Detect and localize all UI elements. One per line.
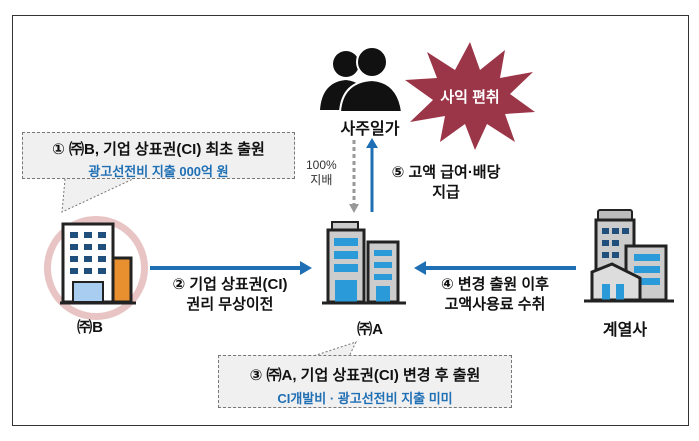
starburst-shape [405, 42, 535, 150]
control-label: 100% 지배 [306, 158, 337, 188]
affiliate-label: 계열사 [602, 322, 648, 339]
affiliate-building-icon [584, 209, 674, 303]
step5-line2: 지급 [432, 184, 460, 201]
callout-step1: ① ㈜B, 기업 상표권(CI) 최초 출원 광고선전비 지출 000억 원 [22, 132, 295, 179]
payment-arrow [366, 138, 378, 212]
building-b-icon [60, 222, 136, 305]
control-percent: 100% [306, 158, 337, 172]
step2-label: ② 기업 상표권(CI) 권리 무상이전 [160, 275, 300, 315]
owner-family-label: 사주일가 [340, 121, 400, 138]
step4-label: ④ 변경 출원 이후 고액사용료 수취 [425, 275, 565, 315]
diagram-frame [12, 15, 689, 426]
building-a-icon [322, 221, 406, 305]
step3-detail: CI개발비 · 광고선전비 지출 미미 [277, 391, 453, 406]
step2-line1: ② 기업 상표권(CI) [172, 276, 288, 293]
step1-detail: 광고선전비 지출 000억 원 [88, 164, 229, 179]
highlight-circle [44, 216, 148, 320]
step5-line1: ⑤ 고액 급여·배당 [391, 164, 501, 181]
people-icon [320, 46, 404, 113]
step1-title: ① ㈜B, 기업 상표권(CI) 최초 출원 [52, 141, 265, 158]
burst-label: 사익 편취 [440, 89, 500, 106]
callout-tail [61, 178, 134, 213]
step3-title: ③ ㈜A, 기업 상표권(CI) 변경 후 출원 [249, 367, 481, 384]
step5-label: ⑤ 고액 급여·배당 지급 [385, 163, 507, 203]
step4-line1: ④ 변경 출원 이후 [440, 276, 549, 293]
royalty-arrow [414, 261, 576, 275]
callout-step3: ③ ㈜A, 기업 상표권(CI) 변경 후 출원 CI개발비 · 광고선전비 지… [218, 355, 512, 408]
company-a-label: ㈜A [357, 321, 383, 338]
step2-line2: 권리 무상이전 [186, 296, 274, 313]
control-text: 지배 [310, 173, 333, 187]
control-arrow [349, 140, 359, 213]
step4-line2: 고액사용료 수취 [444, 296, 546, 313]
transfer-arrow [150, 261, 312, 275]
company-b-label: ㈜B [77, 319, 103, 336]
